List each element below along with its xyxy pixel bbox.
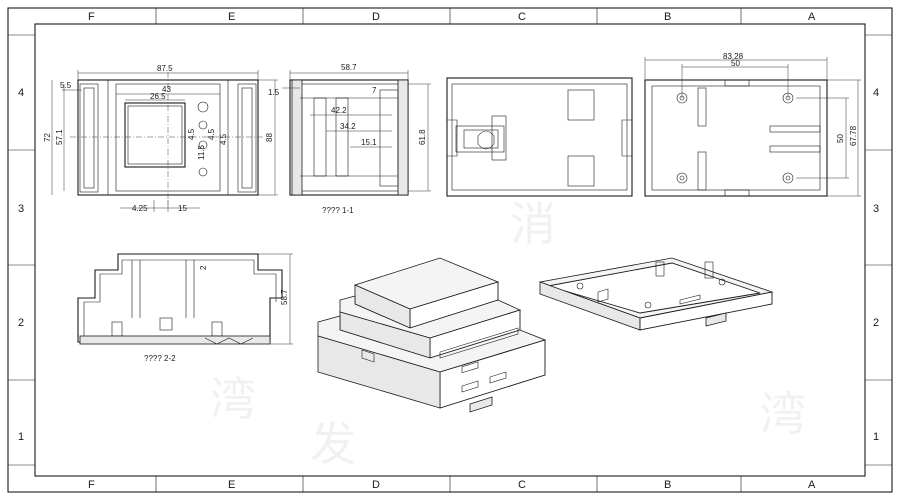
watermark-glyph: 消 xyxy=(510,197,556,251)
row-label: 1 xyxy=(18,431,24,443)
dim-label: 61.8 xyxy=(418,129,427,145)
column-label: F xyxy=(88,11,95,23)
dim-label: 11.5 xyxy=(197,144,206,160)
dim-label: 50 xyxy=(731,59,740,68)
dim-label: 34.2 xyxy=(340,122,356,131)
section-caption: ???? 1-1 xyxy=(322,206,354,215)
column-label: C xyxy=(518,11,526,23)
front-view: 87.5 43 26.5 5.5 72 57.1 88 4.5 11.5 4.5… xyxy=(43,64,278,213)
column-label: D xyxy=(372,479,380,491)
column-label: C xyxy=(518,479,526,491)
dim-label: 87.5 xyxy=(157,64,173,73)
dim-label: 4.25 xyxy=(132,204,148,213)
dim-label: 43 xyxy=(162,85,171,94)
watermark-glyph: 发 xyxy=(310,417,356,471)
isometric-enclosure xyxy=(317,257,547,413)
row-label: 4 xyxy=(873,87,879,99)
dim-label: 4.5 xyxy=(187,128,196,140)
dim-label: 2 xyxy=(199,265,208,270)
dim-label: 50 xyxy=(836,134,845,143)
section-view-2: 58.7 2 ???? 2-2 xyxy=(77,253,293,363)
section-caption: ???? 2-2 xyxy=(144,354,176,363)
isometric-base-tray xyxy=(538,257,774,331)
row-label: 3 xyxy=(873,203,879,215)
plan-view: 83.28 50 50 67.78 xyxy=(644,52,861,197)
bottom-view xyxy=(446,77,633,197)
dim-label: 5.5 xyxy=(60,81,72,90)
dim-label: 26.5 xyxy=(150,92,166,101)
column-label: E xyxy=(228,479,235,491)
row-label: 1 xyxy=(873,431,879,443)
drawing-frame: F E D C B A F E D C B A 4 3 2 1 4 3 2 1 xyxy=(7,7,893,493)
dim-label: 4.5 xyxy=(207,128,216,140)
dim-label: 58.7 xyxy=(341,63,357,72)
dim-label: 58.7 xyxy=(280,289,289,305)
dim-label: 57.1 xyxy=(55,129,64,145)
row-label: 2 xyxy=(18,317,24,329)
column-label: D xyxy=(372,11,380,23)
column-label: E xyxy=(228,11,235,23)
dim-label: 83.28 xyxy=(723,52,744,61)
dim-label: 7 xyxy=(372,86,377,95)
column-label: A xyxy=(808,11,816,23)
row-label: 4 xyxy=(18,87,24,99)
row-label: 3 xyxy=(18,203,24,215)
column-label: F xyxy=(88,479,95,491)
dim-label: 88 xyxy=(265,133,274,142)
watermark-glyph: 湾 xyxy=(760,387,806,441)
watermark-glyph: 湾 xyxy=(210,372,256,426)
dim-label: 15 xyxy=(178,204,187,213)
dim-label: 67.78 xyxy=(849,125,858,146)
dim-label: 1.5 xyxy=(268,88,280,97)
dim-label: 15.1 xyxy=(361,138,377,147)
dim-label: 4.5 xyxy=(219,133,228,145)
column-label: B xyxy=(664,11,671,23)
dim-label: 72 xyxy=(43,133,52,142)
section-view-1: 58.7 42.2 34.2 15.1 1.5 7 61.8 ???? 1-1 xyxy=(268,63,431,215)
column-label: A xyxy=(808,479,816,491)
column-label: B xyxy=(664,479,671,491)
watermark: 湾 发 消 湾 xyxy=(210,197,806,471)
dim-label: 42.2 xyxy=(331,106,347,115)
row-label: 2 xyxy=(873,317,879,329)
